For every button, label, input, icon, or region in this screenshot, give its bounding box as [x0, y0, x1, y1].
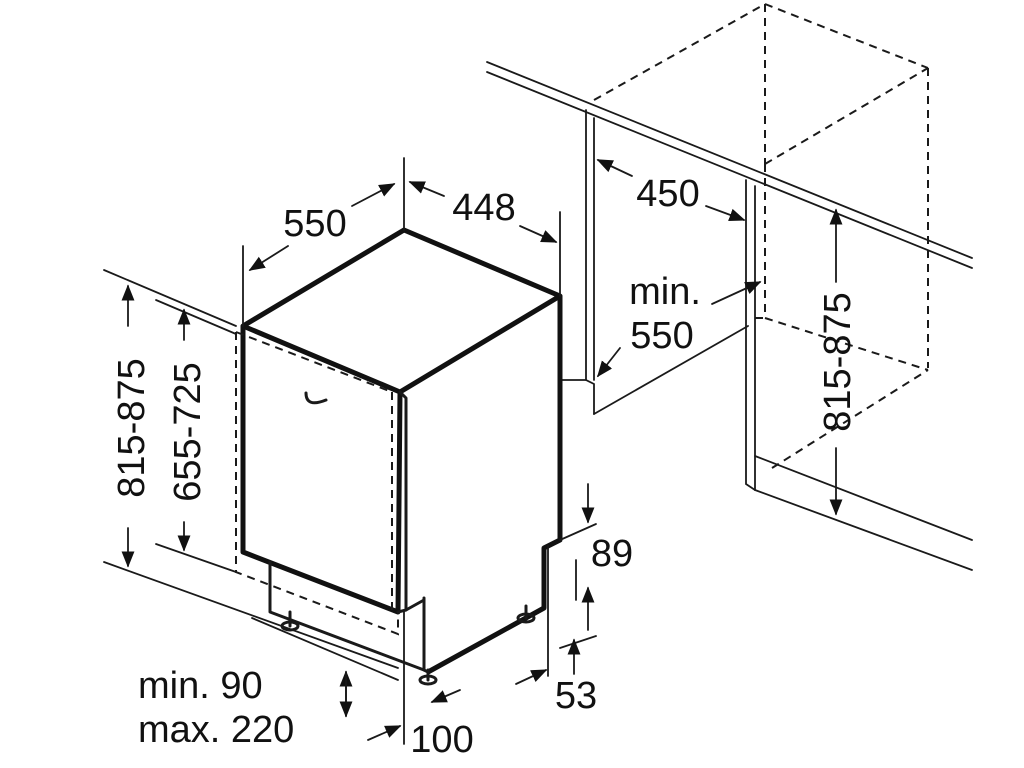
plinth-upper-label: 89 — [591, 533, 633, 575]
niche-depth-dimension: min. 550 — [596, 271, 762, 378]
niche-height-dimension: 815-875 — [817, 208, 859, 516]
foot-offset-dimension: 100 — [367, 689, 474, 761]
niche-height-label: 815-875 — [817, 292, 859, 431]
appliance-height-dimension: 815-875 — [111, 284, 153, 568]
niche-width-label: 450 — [636, 173, 699, 215]
appliance-height-label: 815-875 — [111, 358, 153, 497]
door-gap-max-label: max. 220 — [138, 709, 294, 751]
extension-lines — [103, 157, 597, 745]
door-height-label: 655-725 — [167, 362, 209, 501]
niche-depth-min-value: 550 — [630, 315, 693, 357]
niche-depth-min-label: min. — [629, 271, 701, 313]
depth-dimension: 550 — [248, 183, 396, 271]
door-gap-min-label: min. 90 — [138, 665, 263, 707]
plinth-dimension: 89 53 — [515, 483, 633, 717]
niche-cabinet — [486, 3, 973, 571]
door-gap-dimension: min. 90 max. 220 — [138, 665, 353, 751]
width-label: 448 — [452, 187, 515, 229]
niche-width-dimension: 450 — [596, 159, 746, 222]
depth-label: 550 — [283, 203, 346, 245]
dishwasher-body — [235, 227, 563, 686]
width-dimension: 448 — [408, 181, 558, 243]
door-height-dimension: 655-725 — [167, 308, 209, 552]
plinth-lower-label: 53 — [555, 675, 597, 717]
foot-offset-label: 100 — [410, 719, 473, 761]
door-handle — [304, 391, 328, 405]
